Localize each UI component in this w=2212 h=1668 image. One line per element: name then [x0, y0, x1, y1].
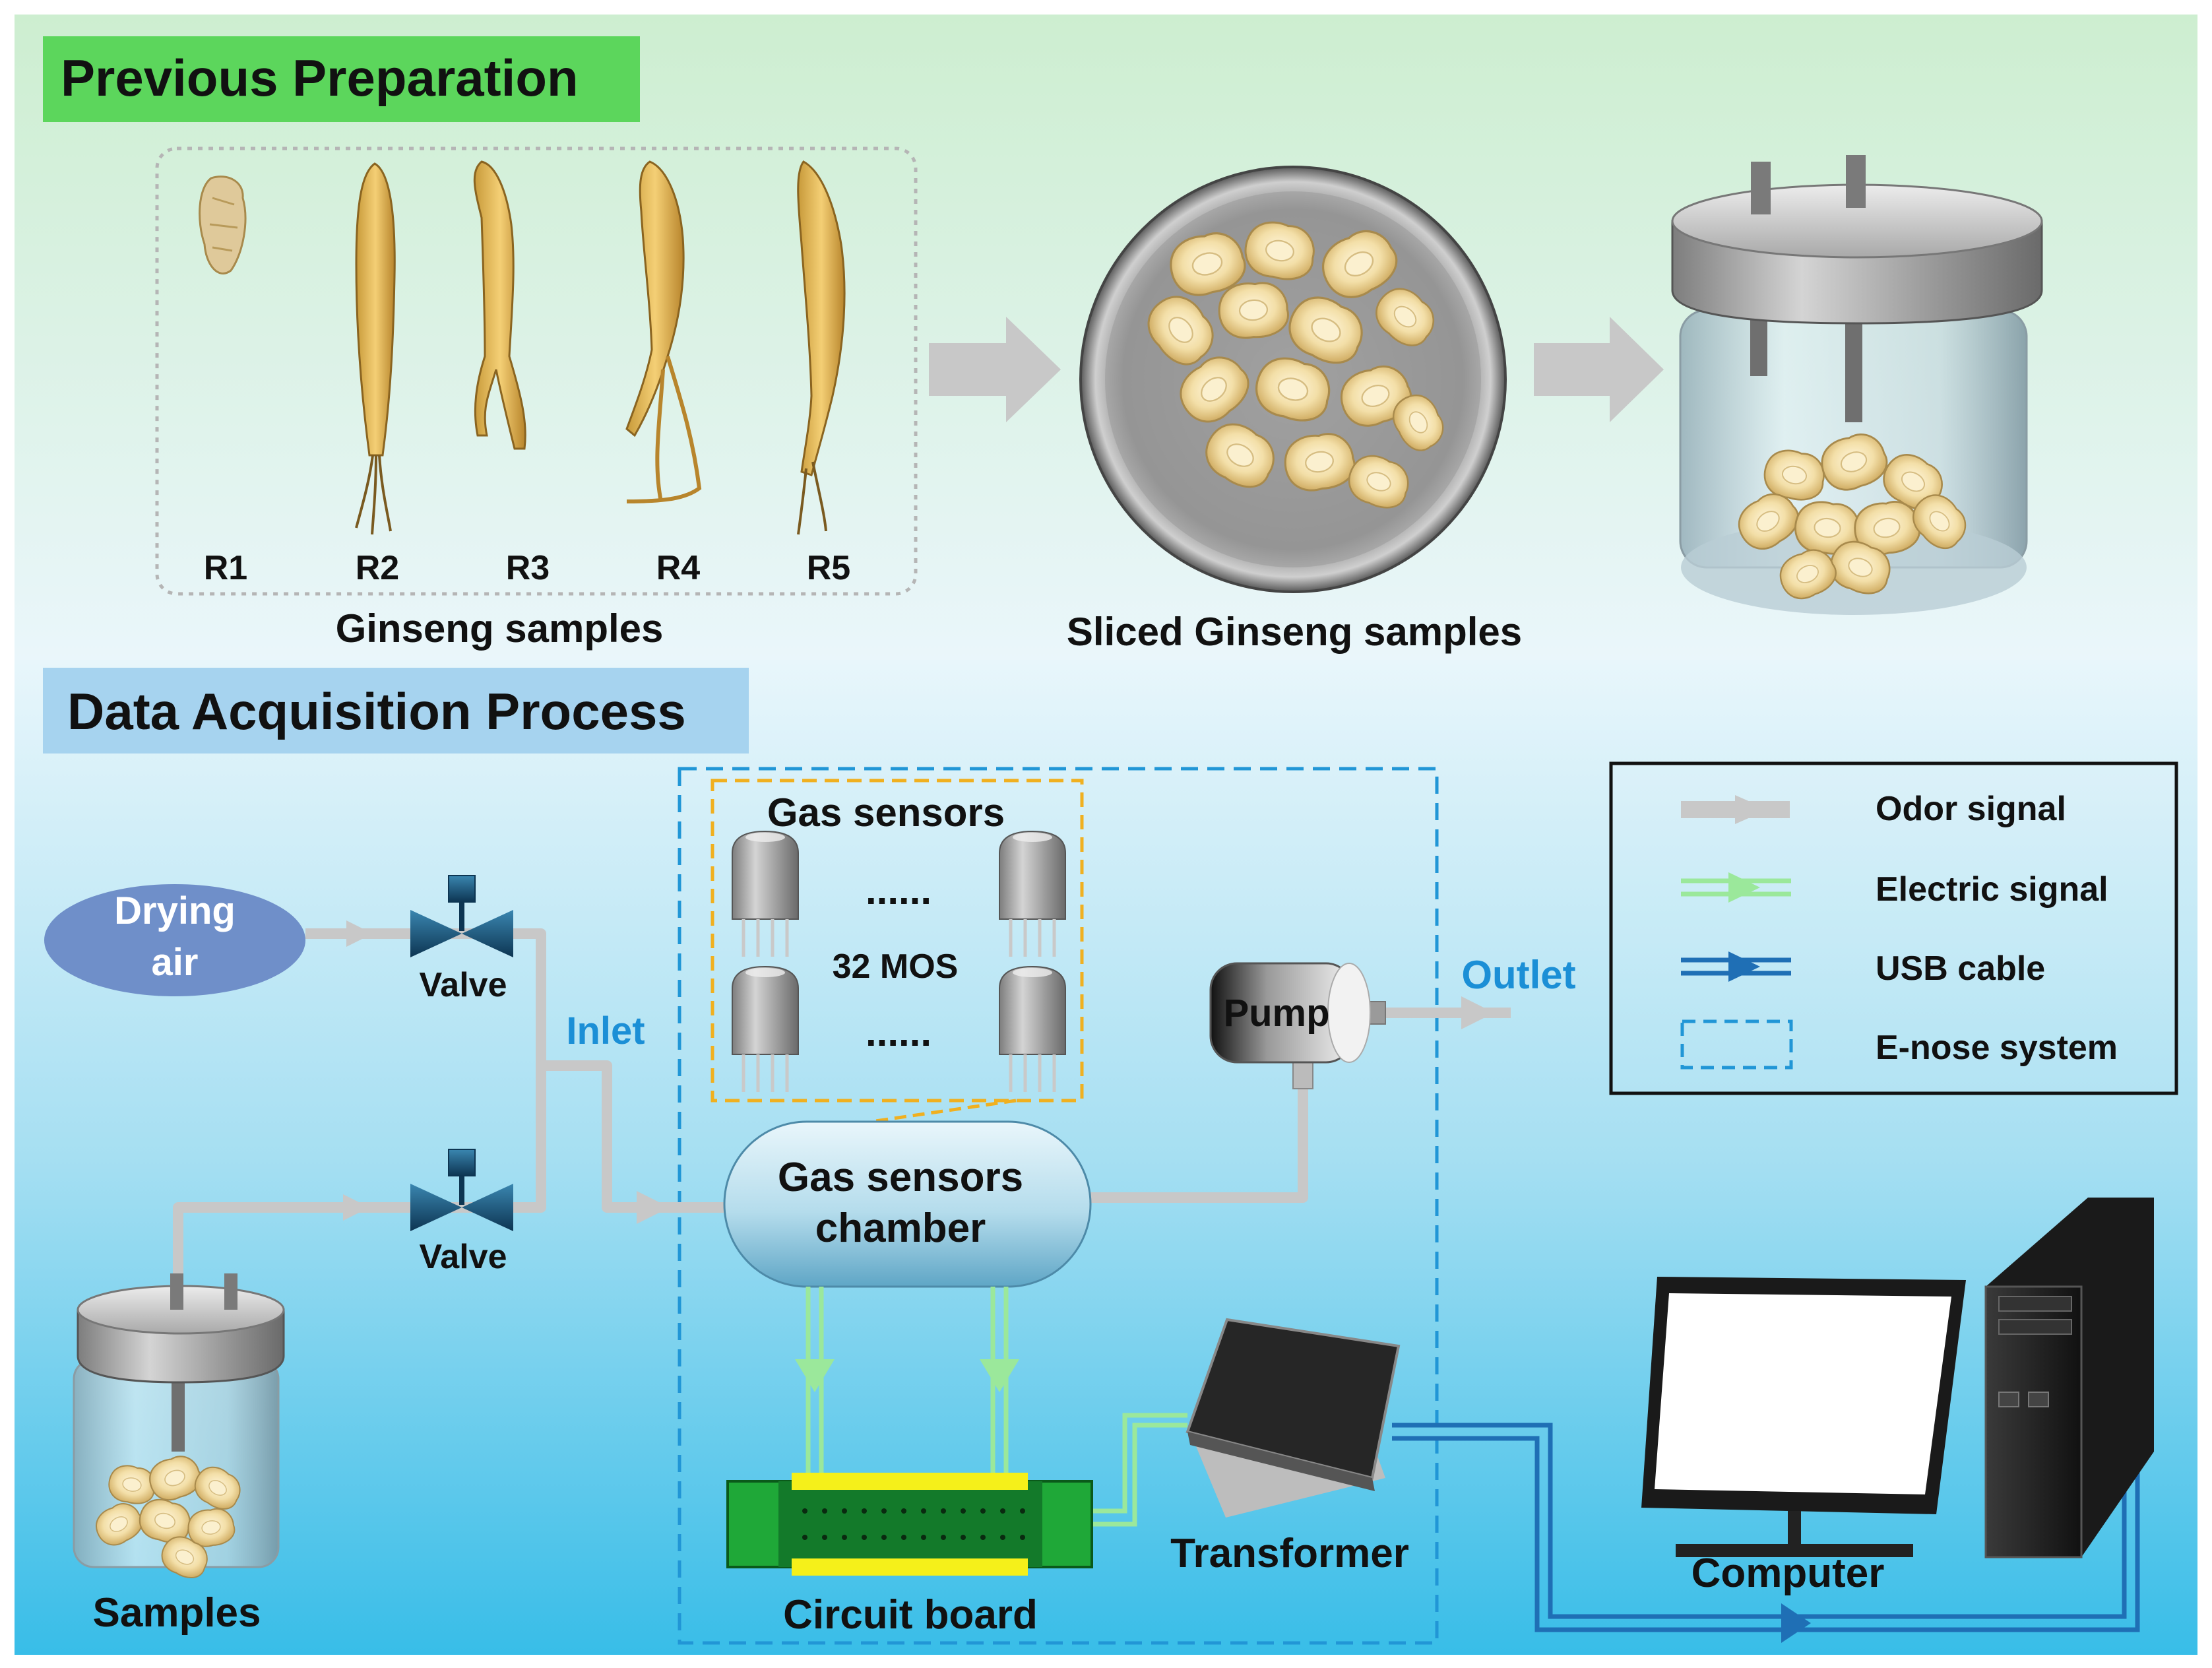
odor-arrow-1 [929, 317, 1061, 422]
sample-label-r3: R3 [506, 549, 550, 587]
samples-label: Samples [92, 1590, 261, 1636]
acquisition-header [43, 668, 749, 754]
legend-box [1609, 761, 2178, 1095]
sample-label-r2: R2 [356, 549, 399, 587]
electric-arrowheads [795, 1359, 1019, 1392]
transformer-chip [1185, 1318, 1401, 1518]
pump-label: Pump [1223, 992, 1329, 1035]
sliced-samples-caption: Sliced Ginseng samples [1067, 610, 1522, 654]
acquisition-title: Data Acquisition Process [67, 682, 686, 740]
inlet-label: Inlet [566, 1010, 645, 1052]
sensor-ellipsis-top: ...... [866, 868, 932, 913]
chamber-label-1: Gas sensors [778, 1155, 1023, 1200]
mos-count-label: 32 MOS [833, 947, 959, 986]
gas-sensors-chamber [723, 1120, 1092, 1288]
gas-sensors-box [711, 779, 1084, 1103]
odor-arrow-2 [1534, 317, 1664, 422]
odor-arrowheads [343, 920, 1494, 1224]
ginseng-root-r3 [473, 160, 526, 450]
legend-enose-symbol [1680, 1019, 1793, 1070]
preparation-header [43, 36, 640, 122]
ginseng-root-r1 [199, 176, 247, 274]
computer-label: Computer [1691, 1551, 1885, 1596]
sample-label-r5: R5 [807, 549, 850, 587]
sample-label-r1: R1 [204, 549, 247, 587]
usb-arrowhead [1781, 1603, 1811, 1643]
pump [1209, 962, 1386, 1089]
ginseng-root-r5 [797, 160, 846, 535]
ginseng-samples-caption: Ginseng samples [336, 606, 664, 651]
legend-usb-label: USB cable [1876, 949, 2045, 988]
valve-bottom-label: Valve [419, 1238, 507, 1276]
ginseng-root-r4 [625, 160, 702, 503]
outlet-label: Outlet [1461, 953, 1575, 997]
legend-enose-label: E-nose system [1876, 1029, 2118, 1067]
drying-air-label-1: Drying [114, 889, 236, 932]
transformer-label: Transformer [1170, 1531, 1409, 1576]
circuit-board [726, 1473, 1093, 1576]
sample-jar-small [73, 1273, 285, 1584]
legend-odor-symbol [1681, 795, 1790, 824]
ginseng-root-r2 [355, 162, 396, 535]
ginseng-samples-box [155, 146, 918, 596]
legend-odor-label: Odor signal [1876, 790, 2066, 828]
petri-dish [1079, 166, 1507, 593]
drying-air-label-2: air [152, 941, 199, 984]
legend-usb-symbol [1681, 951, 1791, 982]
legend-electric-label: Electric signal [1876, 870, 2108, 909]
sample-jar-large [1671, 155, 2043, 615]
gas-sensors-title: Gas sensors [767, 790, 1005, 835]
legend-electric-symbol [1681, 872, 1791, 903]
sensor-ellipsis-bottom: ...... [866, 1010, 932, 1054]
drying-air [44, 884, 305, 996]
electric-lines [806, 1287, 1187, 1527]
sample-label-r4: R4 [656, 549, 701, 587]
chamber-label-2: chamber [815, 1205, 986, 1251]
preparation-title: Previous Preparation [61, 49, 579, 107]
valve-top-label: Valve [419, 966, 507, 1004]
circuit-board-label: Circuit board [783, 1592, 1038, 1638]
sensor-box-connector [870, 1099, 1017, 1124]
computer [1641, 1198, 2154, 1558]
